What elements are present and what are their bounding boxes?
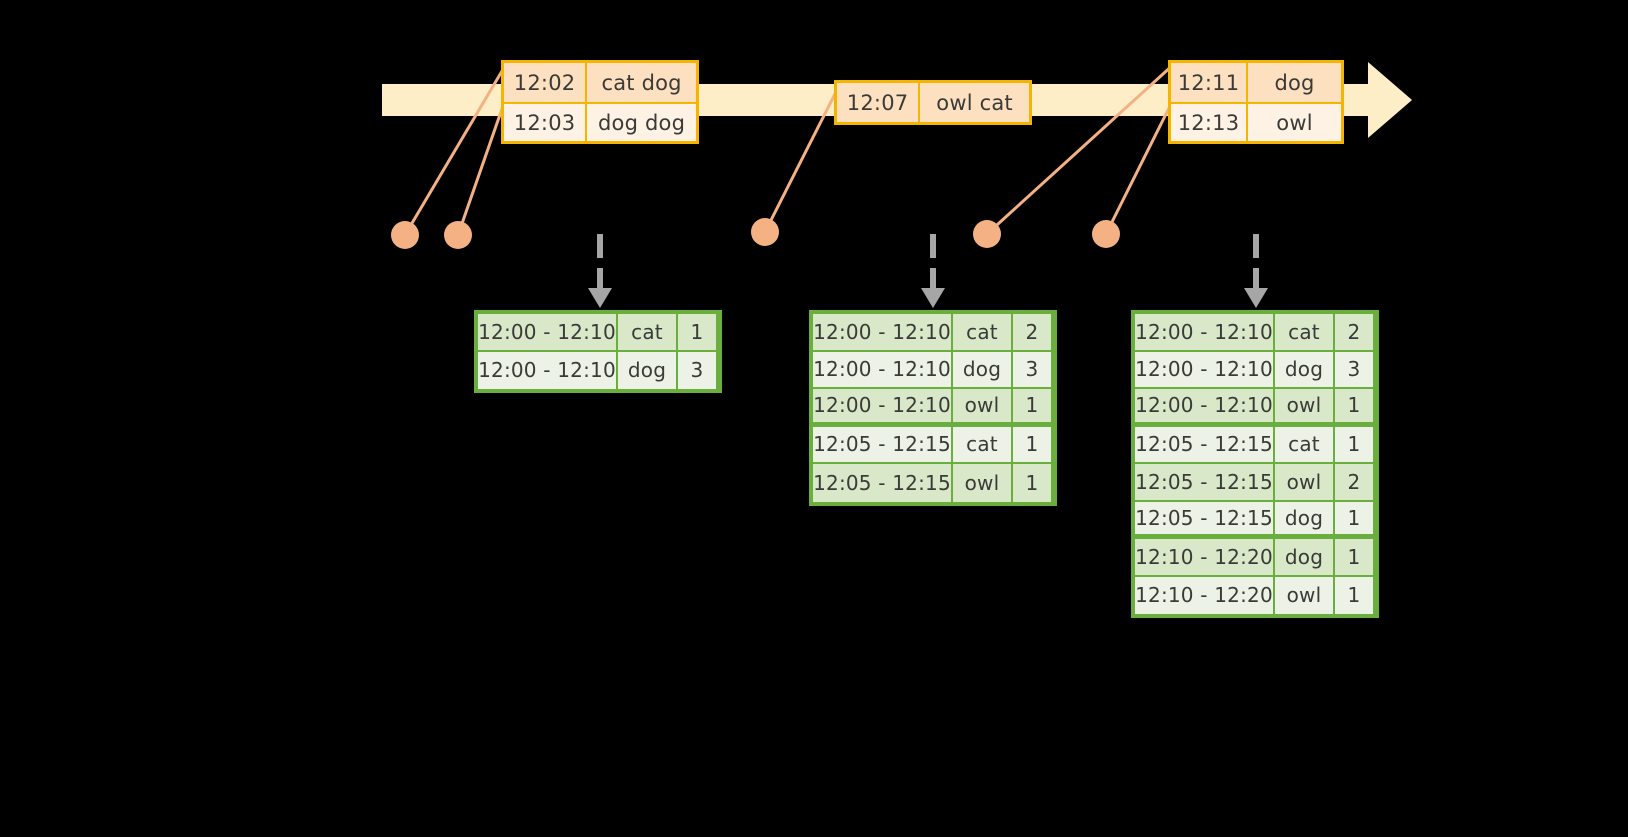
event-words: dog [1248, 63, 1341, 102]
cell-window: 12:00 - 12:10 [478, 351, 618, 389]
event-time: 12:03 [504, 104, 588, 141]
connector-1202-line [403, 65, 507, 236]
cell-word: owl [1275, 464, 1335, 502]
cell-window: 12:00 - 12:10 [1135, 389, 1275, 427]
cell-count: 1 [1335, 426, 1373, 464]
cell-word: owl [1275, 576, 1335, 614]
connector-1207-line [763, 85, 841, 233]
cell-window: 12:10 - 12:20 [1135, 539, 1275, 577]
flow-arrow-to-table-1 [588, 234, 612, 308]
event-words: owl cat [920, 83, 1029, 122]
cell-count: 1 [1013, 426, 1051, 464]
cell-count: 1 [1335, 389, 1373, 427]
cell-count: 1 [678, 314, 716, 352]
event-row[interactable]: 12:11 dog [1171, 63, 1341, 102]
flow-arrows [588, 234, 1268, 308]
cell-window: 12:05 - 12:15 [1135, 501, 1275, 539]
connector-1203-line [456, 105, 505, 236]
event-marker-1207 [751, 218, 779, 246]
cell-word: dog [1275, 501, 1335, 539]
event-marker-1213 [1092, 220, 1120, 248]
cell-count: 3 [1013, 351, 1051, 389]
cell-count: 3 [1335, 351, 1373, 389]
event-words: dog dog [587, 104, 696, 141]
cell-window: 12:00 - 12:10 [813, 314, 953, 352]
cell-window: 12:05 - 12:15 [813, 426, 953, 464]
cell-word: dog [618, 351, 678, 389]
event-markers [391, 218, 1120, 249]
flow-arrow-to-table-3 [1244, 234, 1268, 308]
cell-window: 12:00 - 12:10 [813, 389, 953, 427]
cell-word: cat [1275, 314, 1335, 352]
cell-window: 12:05 - 12:15 [813, 464, 953, 502]
flow-arrow-to-table-2 [921, 234, 945, 308]
event-row[interactable]: 12:07 owl cat [837, 83, 1029, 122]
cell-window: 12:00 - 12:10 [813, 351, 953, 389]
connector-1213-line [1104, 103, 1173, 235]
cell-count: 2 [1013, 314, 1051, 352]
cell-window: 12:00 - 12:10 [478, 314, 618, 352]
cell-word: owl [953, 389, 1013, 427]
event-box-1207[interactable]: 12:07 owl cat [834, 80, 1032, 125]
cell-count: 1 [1013, 464, 1051, 502]
cell-count: 1 [1335, 539, 1373, 577]
cell-word: dog [1275, 539, 1335, 577]
event-marker-1203 [444, 221, 472, 249]
cell-word: dog [1275, 351, 1335, 389]
event-row[interactable]: 12:13 owl [1171, 102, 1341, 141]
event-words: cat dog [587, 63, 696, 102]
cell-word: cat [1275, 426, 1335, 464]
cell-window: 12:05 - 12:15 [1135, 464, 1275, 502]
cell-word: dog [953, 351, 1013, 389]
event-time: 12:07 [837, 83, 921, 122]
cell-window: 12:10 - 12:20 [1135, 576, 1275, 614]
cell-count: 2 [1335, 314, 1373, 352]
event-time: 12:02 [504, 63, 588, 102]
cell-count: 2 [1335, 464, 1373, 502]
cell-count: 1 [1013, 389, 1051, 427]
event-box-1202-1203[interactable]: 12:02 cat dog 12:03 dog dog [501, 60, 699, 144]
event-time: 12:11 [1171, 63, 1248, 102]
cell-window: 12:05 - 12:15 [1135, 426, 1275, 464]
event-marker-1202 [391, 221, 419, 249]
cell-count: 1 [1335, 501, 1373, 539]
event-marker-1211 [973, 220, 1001, 248]
event-row[interactable]: 12:03 dog dog [504, 102, 696, 141]
cell-word: cat [953, 314, 1013, 352]
event-time: 12:13 [1171, 104, 1248, 141]
event-row[interactable]: 12:02 cat dog [504, 63, 696, 102]
cell-word: owl [1275, 389, 1335, 427]
event-box-1211-1213[interactable]: 12:11 dog 12:13 owl [1168, 60, 1344, 144]
cell-word: cat [953, 426, 1013, 464]
cell-count: 3 [678, 351, 716, 389]
event-words: owl [1248, 104, 1341, 141]
cell-count: 1 [1335, 576, 1373, 614]
cell-window: 12:00 - 12:10 [1135, 314, 1275, 352]
cell-word: cat [618, 314, 678, 352]
cell-word: owl [953, 464, 1013, 502]
cell-window: 12:00 - 12:10 [1135, 351, 1275, 389]
